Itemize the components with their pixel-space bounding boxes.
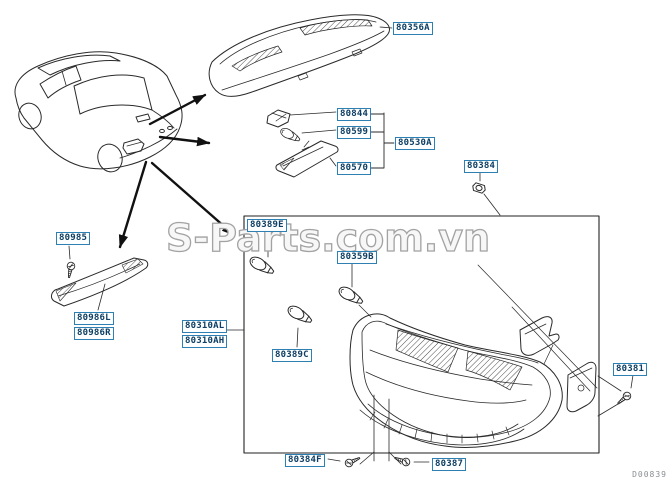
car-illustration (14, 51, 183, 173)
part-label-80310AH[interactable]: 80310AH (182, 335, 228, 348)
part-label-80985[interactable]: 80985 (56, 232, 91, 245)
high-mount-stop-lamp-illustration (208, 14, 393, 97)
part-label-80844[interactable]: 80844 (337, 108, 372, 121)
part-label-80570[interactable]: 80570 (337, 162, 372, 175)
part-label-80389C[interactable]: 80389C (272, 349, 312, 362)
part-label-80387[interactable]: 80387 (432, 458, 467, 471)
part-label-80359B[interactable]: 80359B (337, 251, 377, 264)
part-label-80986R[interactable]: 80986R (74, 327, 114, 340)
part-label-80389E[interactable]: 80389E (247, 219, 287, 232)
part-label-80310AL[interactable]: 80310AL (182, 320, 228, 333)
pointer-arrows (118, 93, 236, 249)
nut-80384 (471, 171, 501, 216)
part-label-80986L[interactable]: 80986L (74, 312, 114, 325)
diagram-code: D00839 (632, 470, 667, 479)
side-marker-illustration (51, 245, 149, 311)
license-lamp-parts-illustration (266, 109, 395, 178)
right-screw-80381 (597, 374, 634, 417)
part-label-80384[interactable]: 80384 (464, 160, 499, 173)
part-label-80599[interactable]: 80599 (337, 126, 372, 139)
tail-lamp-illustration (349, 264, 598, 448)
part-label-80384F[interactable]: 80384F (285, 454, 325, 467)
part-label-80356A[interactable]: 80356A (393, 22, 433, 35)
part-label-80530A[interactable]: 80530A (395, 137, 435, 150)
bottom-screws (327, 394, 430, 469)
part-label-80381[interactable]: 80381 (613, 363, 648, 376)
bulb-illustrations (247, 231, 372, 348)
parts-box (243, 215, 600, 454)
